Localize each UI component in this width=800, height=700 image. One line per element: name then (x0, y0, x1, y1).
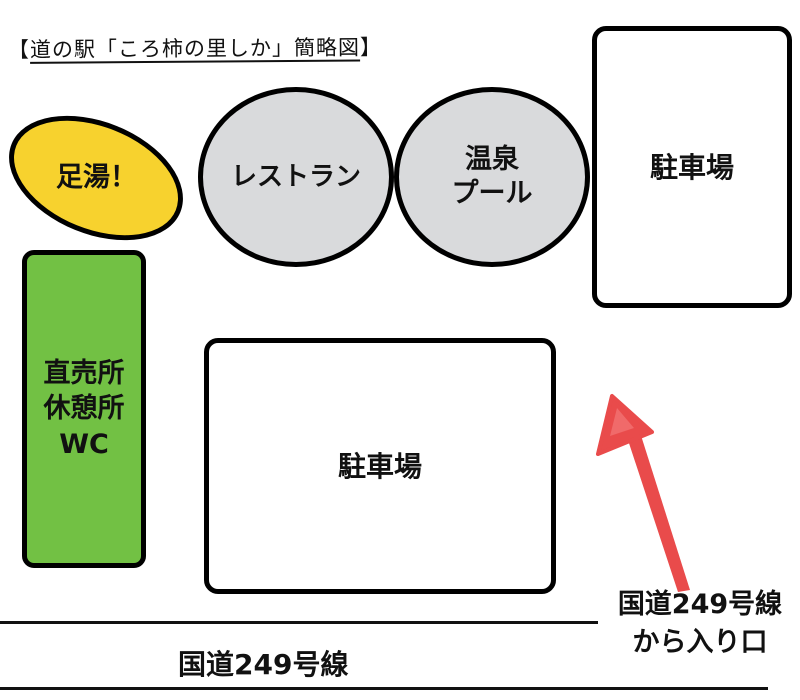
road-label: 国道249号線 (178, 648, 349, 681)
road-edge-bottom (0, 687, 768, 690)
restaurant-area: レストラン (198, 87, 394, 267)
road-edge-top (0, 621, 598, 624)
entrance-label: 国道249号線 から入り口 (617, 589, 783, 658)
map-title: 【道の駅「ころ柿の里しか」簡略図】 (8, 31, 382, 64)
title-close-bracket: 】 (359, 35, 383, 60)
entrance-arrow-shaft (624, 426, 690, 592)
parking-lot-main: 駐車場 (204, 338, 556, 594)
onsen-pool-area: 温泉 プール (394, 87, 590, 267)
parking-top-label: 駐車場 (649, 150, 734, 184)
parking-lot-top: 駐車場 (592, 26, 792, 308)
title-text: 道の駅「ころ柿の里しか」簡略図 (29, 35, 361, 64)
direct-sale-area: 直売所 休憩所 WC (22, 250, 146, 568)
footbath-area: 足湯！ (0, 91, 202, 265)
direct-sale-label: 直売所 休憩所 WC (43, 357, 125, 460)
parking-main-label: 駐車場 (337, 449, 422, 483)
footbath-label: 足湯！ (55, 162, 137, 194)
title-open-bracket: 【 (7, 37, 31, 62)
entrance-arrow-head-highlight (610, 408, 634, 436)
restaurant-label: レストラン (230, 161, 361, 192)
onsen-pool-label: 温泉 プール (451, 144, 533, 209)
entrance-arrow-icon (596, 394, 690, 592)
